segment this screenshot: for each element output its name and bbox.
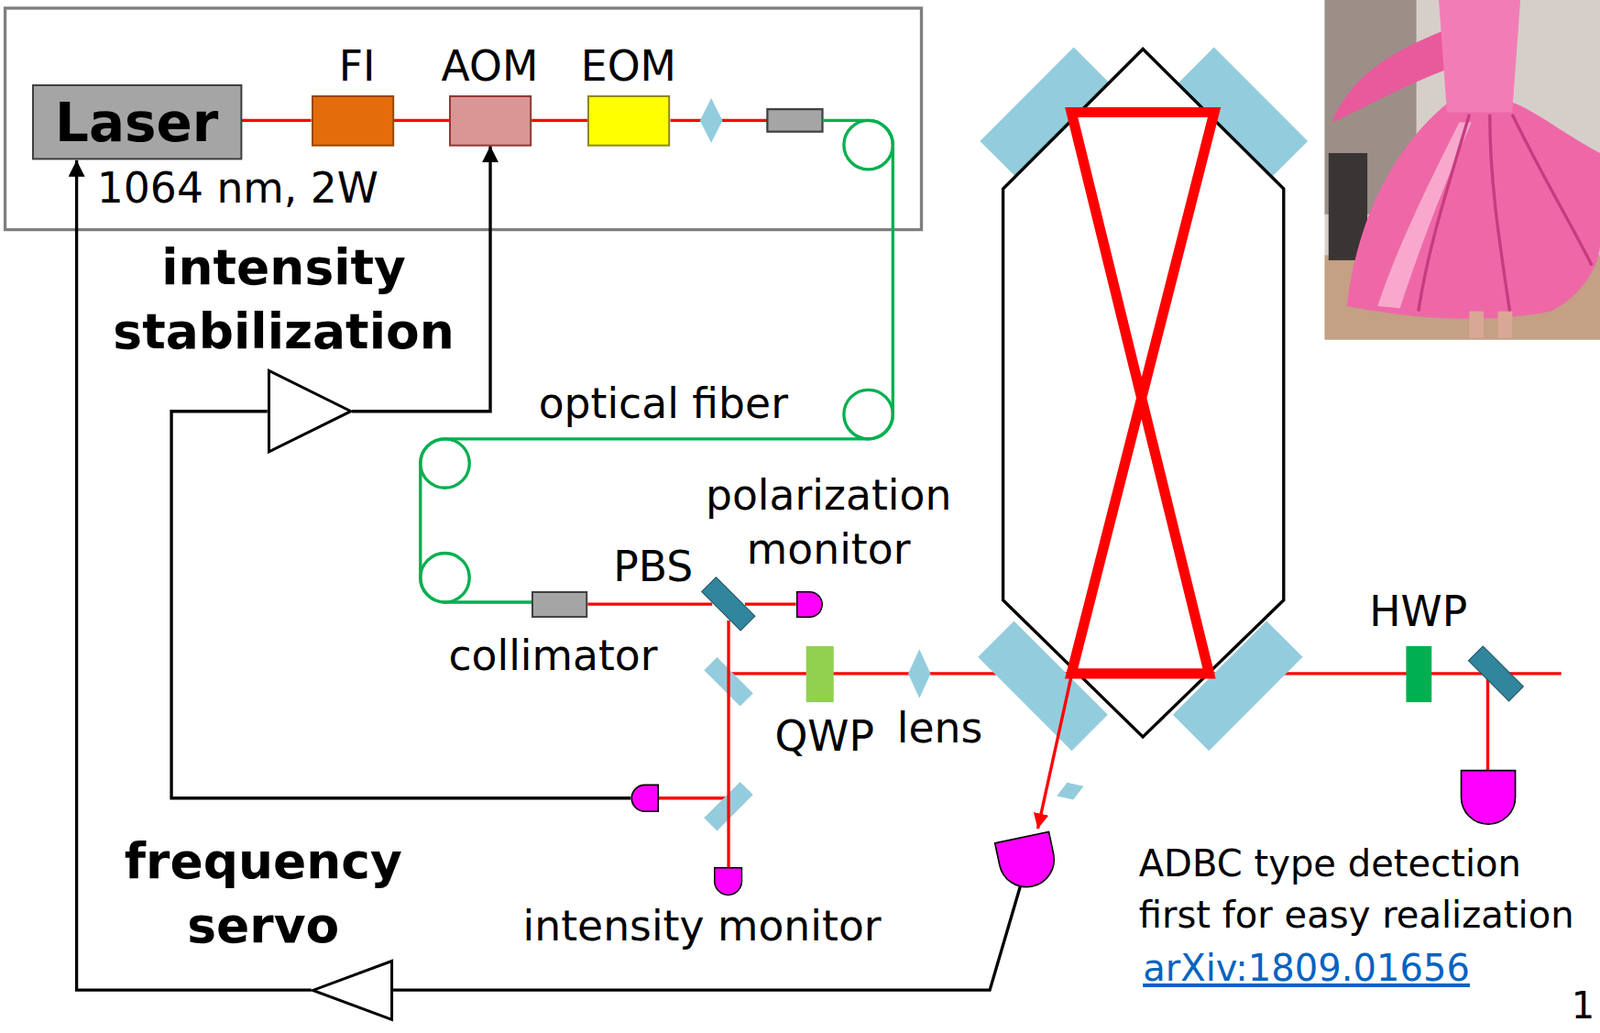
fiber-loop bbox=[420, 553, 470, 603]
fiber-loop bbox=[420, 438, 470, 488]
loop-name: intensity stabilization bbox=[79, 235, 488, 363]
photo-ground bbox=[1324, 0, 1600, 340]
note: ADBC type detection first for easy reali… bbox=[1139, 838, 1597, 941]
photodetector: polarization monitor bbox=[796, 591, 823, 618]
eom-box-outline bbox=[587, 95, 670, 147]
reference-link: arXiv:1809.01656 bbox=[1142, 946, 1470, 989]
polarizing-beam-splitter-shape bbox=[701, 577, 756, 631]
page-number: 1 bbox=[1571, 984, 1596, 1027]
lens-symbol bbox=[1053, 777, 1087, 804]
bowtie-cavity-beam bbox=[1071, 111, 1215, 673]
part-label: optical fiber bbox=[538, 380, 789, 429]
isolator-box-shape bbox=[312, 96, 394, 146]
laser-name: Laser bbox=[54, 91, 219, 154]
lens-symbol bbox=[700, 98, 723, 143]
fiber-loop bbox=[843, 120, 893, 169]
photo-leg bbox=[1468, 311, 1484, 339]
laser-beam bbox=[394, 119, 450, 122]
lens-symbol bbox=[908, 648, 931, 698]
reflected-beam bbox=[1037, 675, 1072, 829]
photodetector bbox=[995, 831, 1060, 892]
fiber-loop bbox=[843, 389, 893, 439]
cavity-outline bbox=[1003, 48, 1284, 737]
quarter-wave-plate bbox=[806, 646, 834, 702]
detector-name: intensity monitor bbox=[523, 902, 882, 952]
servo-amplifier-outline bbox=[267, 369, 352, 453]
cavity-mirror bbox=[1172, 620, 1304, 751]
isolator-box: FI bbox=[311, 95, 395, 147]
aom-box-outline bbox=[449, 95, 532, 147]
aom-box: AOM bbox=[449, 95, 532, 147]
servo-amplifier-outline bbox=[311, 959, 394, 1021]
polarizing-beam-splitter: PBS bbox=[712, 587, 746, 621]
fiber-coupler bbox=[767, 109, 822, 132]
fiber-collimator: collimator bbox=[531, 591, 588, 618]
part-name: collimator bbox=[448, 632, 658, 681]
loop-name: frequency servo bbox=[59, 829, 468, 957]
servo-amplifier: frequency servo bbox=[311, 959, 394, 1021]
polarizing-beam-splitter-outline bbox=[712, 587, 746, 621]
eom-box: EOM bbox=[587, 95, 670, 147]
isolator-box-outline bbox=[311, 95, 395, 147]
servo-wire bbox=[393, 886, 1021, 991]
laser-enclosure bbox=[5, 8, 922, 231]
photodetector-shape bbox=[796, 591, 822, 616]
photodetector-shape bbox=[714, 867, 743, 896]
laser-beam bbox=[657, 796, 729, 800]
beam-splitter bbox=[1468, 646, 1524, 702]
servo-wire bbox=[171, 411, 631, 799]
photo-torso bbox=[1438, 0, 1521, 112]
detector-name: polarization monitor bbox=[675, 468, 982, 578]
laser-spec: 1064 nm, 2W bbox=[97, 164, 379, 214]
fiber-collimator-shape bbox=[532, 591, 587, 617]
laser-box-shape bbox=[32, 85, 242, 159]
photodetector bbox=[631, 784, 658, 811]
servo-amplifier-shape bbox=[312, 960, 392, 1020]
part-label: lens bbox=[897, 704, 983, 754]
aom-box-shape bbox=[449, 96, 531, 146]
part-label: HWP bbox=[1369, 588, 1468, 637]
laser-beam bbox=[726, 620, 730, 867]
fiber-collimator-outline bbox=[531, 591, 588, 618]
part-label: QWP bbox=[774, 712, 875, 762]
photodetector: intensity monitor bbox=[713, 866, 743, 896]
photodetector-outline bbox=[796, 591, 823, 618]
part-name: EOM bbox=[580, 43, 677, 92]
photo-skirt bbox=[1347, 101, 1600, 318]
photodetector-outline bbox=[713, 866, 743, 896]
photo-folds bbox=[1418, 114, 1592, 315]
part-name: PBS bbox=[613, 543, 693, 592]
photo-leg bbox=[1498, 311, 1513, 339]
half-wave-plate bbox=[1405, 646, 1432, 702]
servo-amplifier: intensity stabilization bbox=[267, 369, 352, 453]
laser-beam bbox=[587, 602, 713, 606]
laser-beam bbox=[241, 119, 312, 122]
servo-amplifier-shape bbox=[268, 371, 351, 452]
part-name: AOM bbox=[441, 43, 539, 92]
eom-box-shape bbox=[588, 96, 669, 146]
photodetector bbox=[1461, 770, 1516, 824]
laser-beam bbox=[531, 119, 588, 122]
part-name: FI bbox=[339, 43, 376, 92]
laser-box: Laser1064 nm, 2W bbox=[32, 84, 242, 160]
laser-beam bbox=[745, 602, 797, 606]
laser-beam bbox=[1486, 673, 1490, 771]
dancer-photo bbox=[1324, 0, 1600, 340]
